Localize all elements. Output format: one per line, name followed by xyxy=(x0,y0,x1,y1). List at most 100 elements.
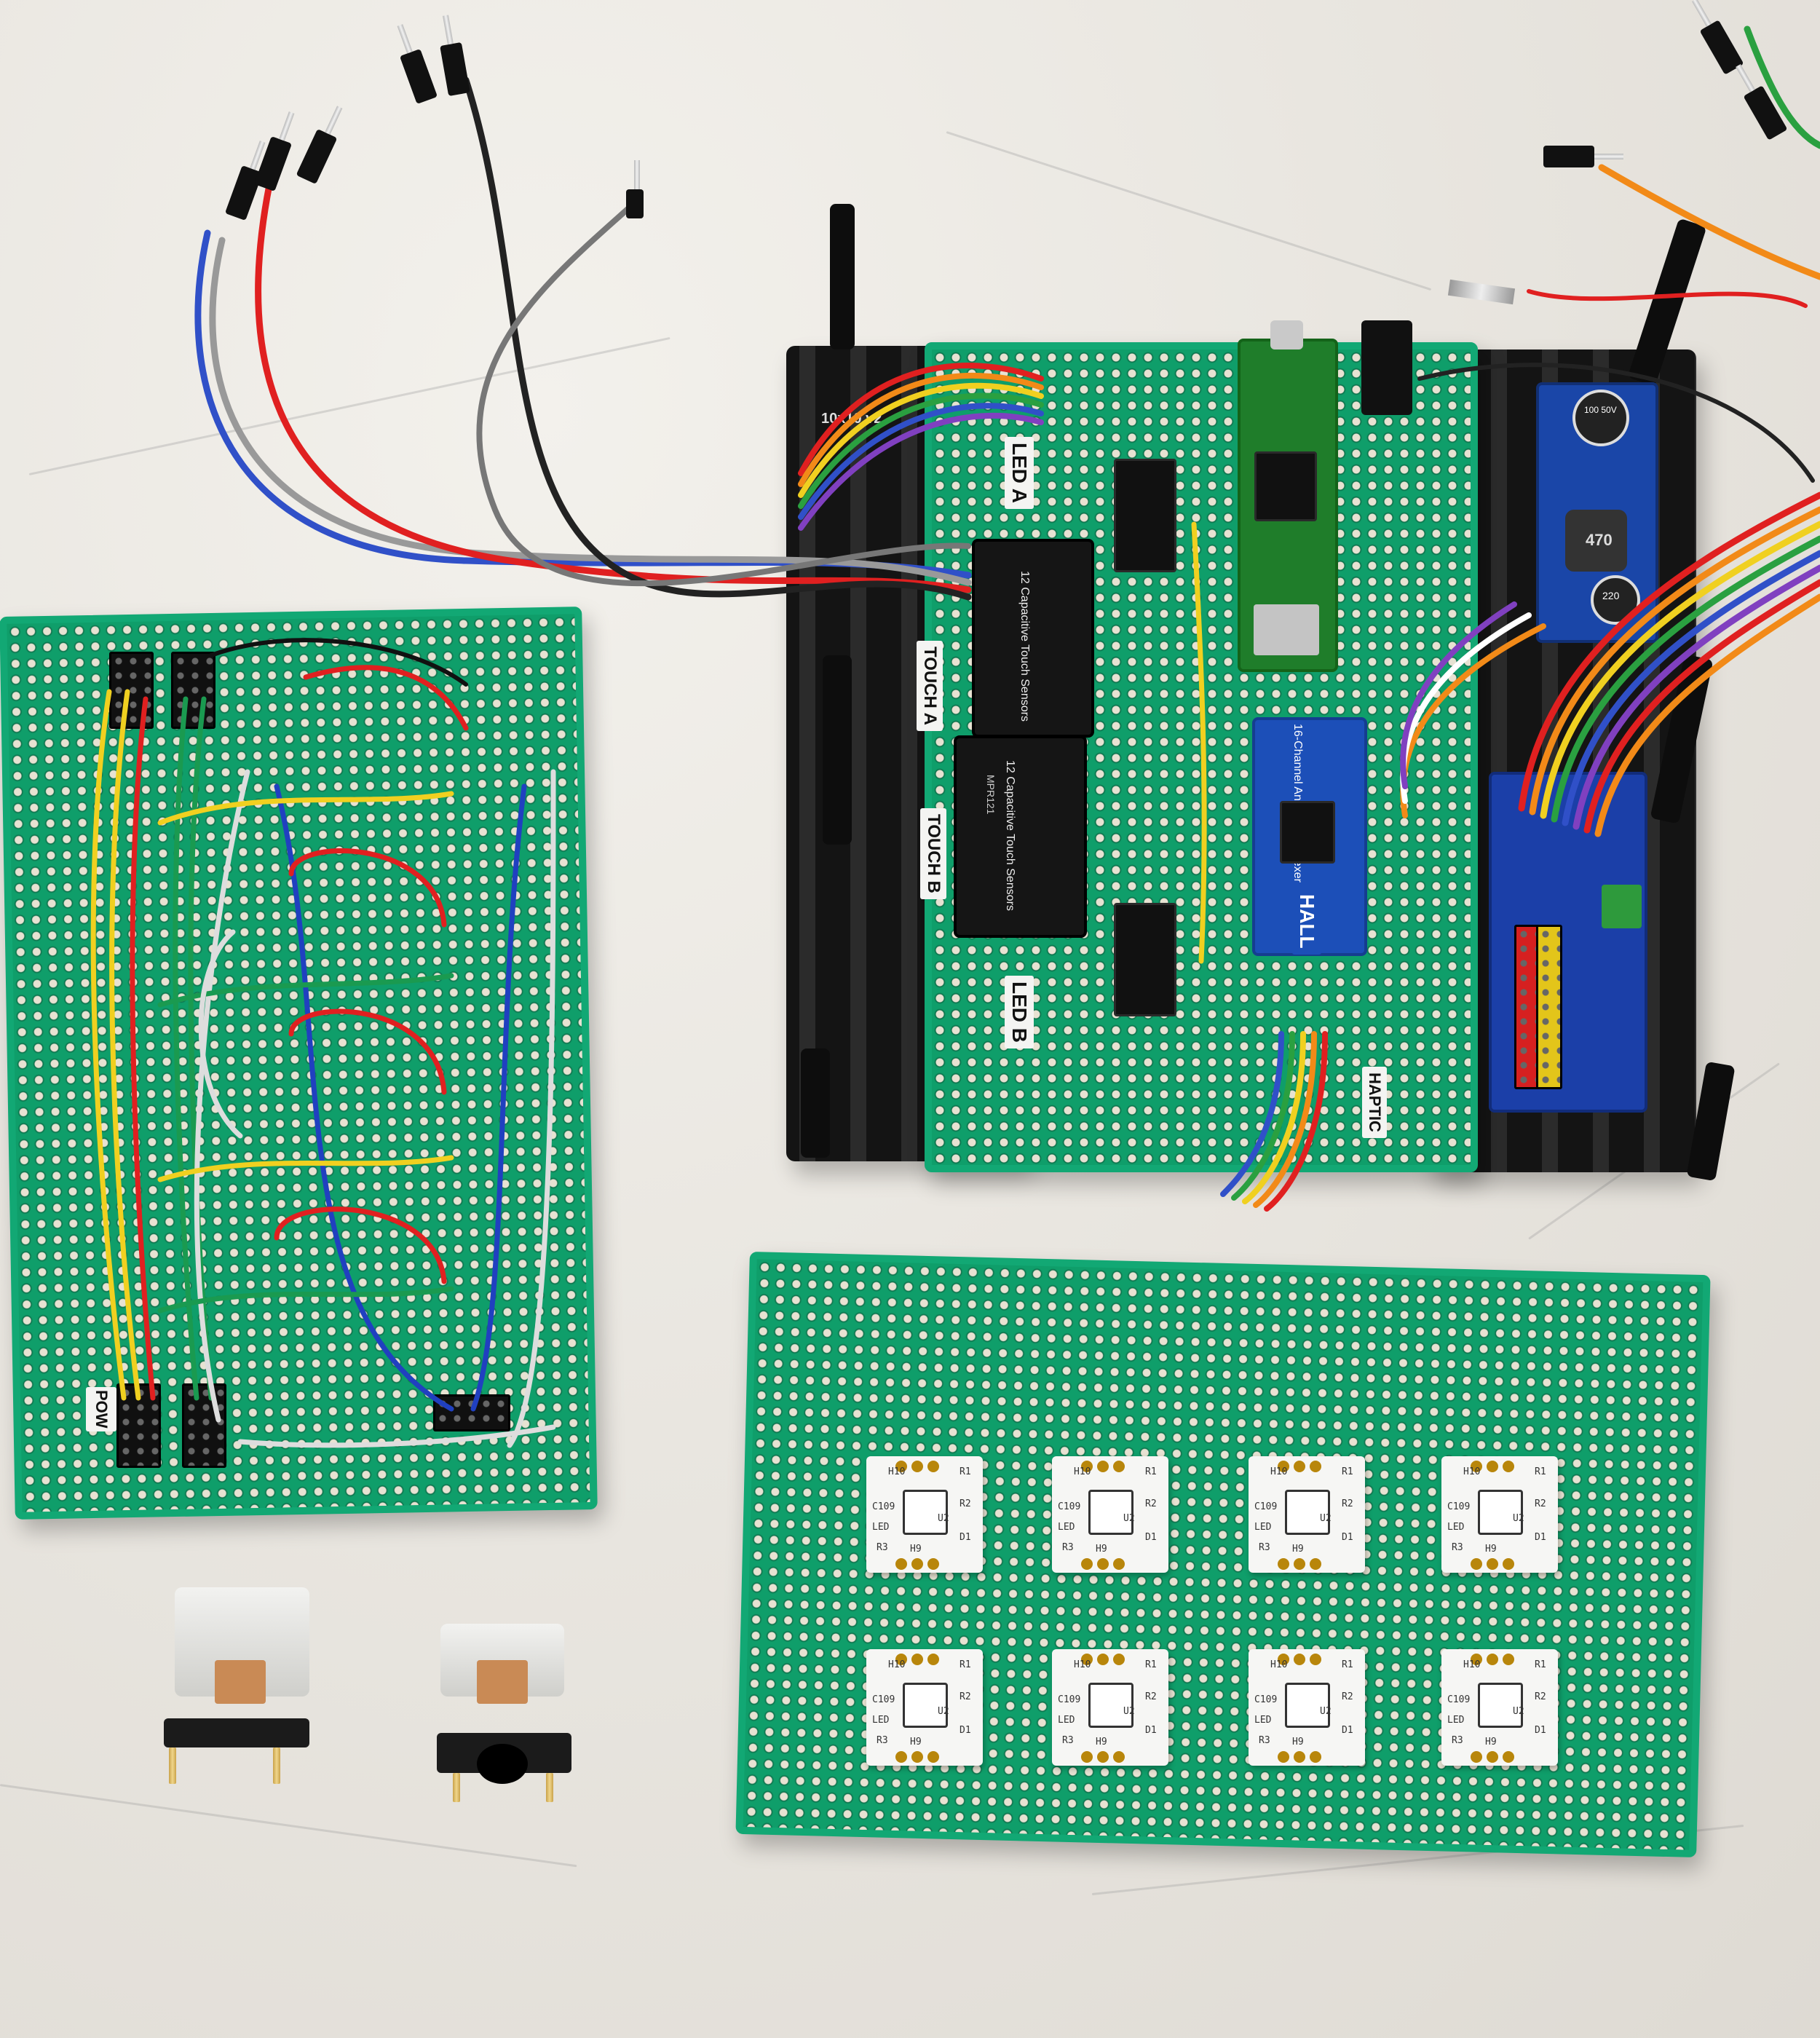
solder-pad xyxy=(1081,1751,1093,1763)
screw-terminal xyxy=(1602,885,1642,928)
solder-pad xyxy=(1081,1654,1093,1665)
ribbon-wire xyxy=(1594,593,1820,837)
silkscreen-label: U2 xyxy=(938,1513,949,1524)
solder-pad xyxy=(1503,1654,1514,1665)
silkscreen-label: R1 xyxy=(960,1659,971,1670)
key-switch-right xyxy=(437,1624,575,1806)
touch-sensor-text: 12 Capacitive Touch Sensors xyxy=(1018,571,1031,722)
silkscreen-label: U2 xyxy=(1320,1513,1332,1524)
silkscreen-label: U2 xyxy=(1320,1706,1332,1717)
silkscreen-label: C109 xyxy=(872,1501,895,1512)
silkscreen-label: D1 xyxy=(1145,1532,1157,1543)
solder-pad xyxy=(1097,1654,1109,1665)
jumper-wire xyxy=(462,76,972,601)
ribbon-wire xyxy=(798,363,1044,476)
female-header xyxy=(109,652,154,729)
barrel-jack xyxy=(1361,320,1412,415)
led-footprint xyxy=(1088,1683,1133,1728)
silkscreen-label: H9 xyxy=(1096,1544,1107,1555)
silkscreen-label: LED xyxy=(872,1522,890,1533)
jumper-wire xyxy=(130,696,156,1401)
silkscreen-label: LED xyxy=(1254,1715,1272,1726)
jumper-wire xyxy=(157,1155,454,1182)
solder-pad xyxy=(895,1558,907,1570)
led-footprint xyxy=(1088,1490,1133,1535)
ribbon-wire xyxy=(1220,1031,1284,1197)
silkscreen-label: LED xyxy=(872,1715,890,1726)
silkscreen-label: R3 xyxy=(1259,1542,1270,1553)
jumper-wire xyxy=(157,973,454,1008)
silkscreen-label: R3 xyxy=(1062,1735,1074,1746)
led-footprint xyxy=(903,1683,948,1728)
female-header xyxy=(171,652,215,729)
silkscreen-label: R1 xyxy=(1535,1659,1546,1670)
jumper-wire xyxy=(173,696,199,1401)
ribbon-wire xyxy=(798,372,1044,487)
solder-pad xyxy=(1081,1461,1093,1472)
solder-pad xyxy=(1278,1461,1289,1472)
silkscreen-label: H10 xyxy=(1074,1466,1091,1477)
ribbon-wire xyxy=(1529,506,1820,815)
silkscreen-label: R1 xyxy=(1535,1466,1546,1477)
solder-pad xyxy=(1113,1654,1125,1665)
solder-pad xyxy=(1487,1461,1498,1472)
key-switch-left xyxy=(160,1587,320,1784)
led-footprint xyxy=(1478,1683,1523,1728)
silkscreen-label: D1 xyxy=(1535,1532,1546,1543)
solder-pad xyxy=(1081,1558,1093,1570)
switch-stem xyxy=(215,1660,266,1704)
silkscreen-label: R1 xyxy=(1145,1466,1157,1477)
ribbon-wire xyxy=(1572,564,1820,830)
mpr121-chip-label: MPR121 xyxy=(985,775,997,815)
standoff xyxy=(801,1048,830,1158)
inductor-label: 470 xyxy=(1586,531,1613,549)
jumper-wire xyxy=(1191,521,1207,964)
silkscreen-label: H9 xyxy=(1096,1737,1107,1747)
solder-pad xyxy=(911,1751,923,1763)
solder-pad xyxy=(1503,1558,1514,1570)
silkscreen-label: LED xyxy=(1058,1522,1075,1533)
silkscreen-label: R2 xyxy=(1145,1691,1157,1702)
solder-pad xyxy=(1487,1751,1498,1763)
solder-pad xyxy=(1294,1461,1305,1472)
jumper-wire xyxy=(194,769,250,1423)
ribbon-wire xyxy=(1551,535,1820,823)
switch-pin xyxy=(453,1773,460,1802)
silkscreen-label: H10 xyxy=(1463,1466,1481,1477)
ribbon-wire xyxy=(1562,550,1820,826)
silkscreen-label: R3 xyxy=(1452,1542,1463,1553)
solder-pad xyxy=(1310,1751,1321,1763)
silkscreen-label: LED xyxy=(1447,1715,1465,1726)
solder-pad xyxy=(1487,1654,1498,1665)
standoff xyxy=(830,204,855,349)
ribbon-wire xyxy=(1583,579,1820,834)
dupont-connector xyxy=(626,160,644,218)
jumper-wire xyxy=(1527,289,1808,308)
jumper-wire xyxy=(288,848,447,928)
electrolytic-capacitor xyxy=(1591,575,1640,625)
solder-pad xyxy=(1471,1461,1482,1472)
silkscreen-label: U2 xyxy=(1123,1513,1135,1524)
silkscreen-label: D1 xyxy=(1145,1725,1157,1736)
solder-pad xyxy=(1503,1751,1514,1763)
ribbon-wire xyxy=(798,412,1044,531)
silkscreen-label: U2 xyxy=(1513,1513,1524,1524)
silkscreen-label: C109 xyxy=(1447,1501,1471,1512)
solder-pad xyxy=(911,1558,923,1570)
silkscreen-label: D1 xyxy=(960,1725,971,1736)
silkscreen-label: H9 xyxy=(1292,1544,1304,1555)
silkscreen-label: R3 xyxy=(1452,1735,1463,1746)
silkscreen-label: R3 xyxy=(877,1735,888,1746)
solder-pad xyxy=(1310,1461,1321,1472)
jumper-wire xyxy=(237,1424,556,1448)
touch-sensor-board-b xyxy=(954,735,1087,938)
silkscreen-label: H9 xyxy=(1485,1544,1497,1555)
solder-pad xyxy=(895,1751,907,1763)
silkscreen-label: D1 xyxy=(1342,1532,1353,1543)
ribbon-wire xyxy=(1253,1031,1317,1208)
